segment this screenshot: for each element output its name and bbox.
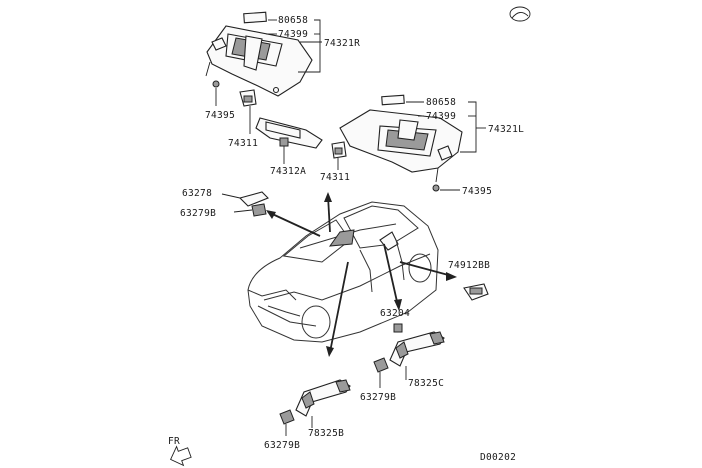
label-80658-left: 80658: [426, 97, 456, 108]
grip-78325c-part: [389, 331, 445, 380]
label-74312a: 74312A: [270, 166, 306, 177]
label-74321l: 74321L: [488, 124, 524, 135]
label-74912bb: 74912BB: [448, 260, 490, 271]
grip-78325b-part: [295, 379, 351, 428]
grip-cap-part: [393, 323, 403, 333]
corner-mark: [509, 6, 531, 22]
label-63278: 63278: [182, 188, 212, 199]
label-63204: 63204: [380, 308, 410, 319]
label-74395-right: 74395: [205, 110, 235, 121]
drawing-code: D00202: [480, 452, 516, 463]
holder-74311-center-part: [331, 141, 347, 170]
holder-74311-left-part: [239, 89, 257, 107]
label-63279b-top: 63279B: [180, 208, 216, 219]
label-78325c: 78325C: [408, 378, 444, 389]
front-direction-arrow-icon: [170, 445, 192, 467]
sunvisor-right-leaders: [215, 19, 322, 134]
mirror-part: [255, 117, 323, 164]
front-direction-label: FR: [168, 436, 180, 447]
callout-arrows: [266, 192, 457, 357]
sunvisor-left-leaders: [406, 101, 486, 191]
dome-clip-part: [233, 203, 267, 217]
label-74321r: 74321R: [324, 38, 360, 49]
label-74311-left: 74311: [228, 138, 258, 149]
label-63279b-low: 63279B: [264, 440, 300, 451]
label-74399-left: 74399: [426, 111, 456, 122]
sunvisor-right-part: [205, 11, 313, 97]
label-80658-right: 80658: [278, 15, 308, 26]
label-74311-center: 74311: [320, 172, 350, 183]
label-78325b: 78325B: [308, 428, 344, 439]
sunvisor-left-part: [339, 94, 463, 192]
label-74399-right: 74399: [278, 29, 308, 40]
rear-grip-part: [463, 283, 489, 301]
grip-clip-mid-part: [373, 357, 389, 388]
dome-bracket-part: [221, 191, 269, 207]
vehicle-outline: [247, 201, 439, 343]
grip-clip-low-part: [279, 409, 295, 436]
label-74395-left: 74395: [462, 186, 492, 197]
label-63279b-mid: 63279B: [360, 392, 396, 403]
